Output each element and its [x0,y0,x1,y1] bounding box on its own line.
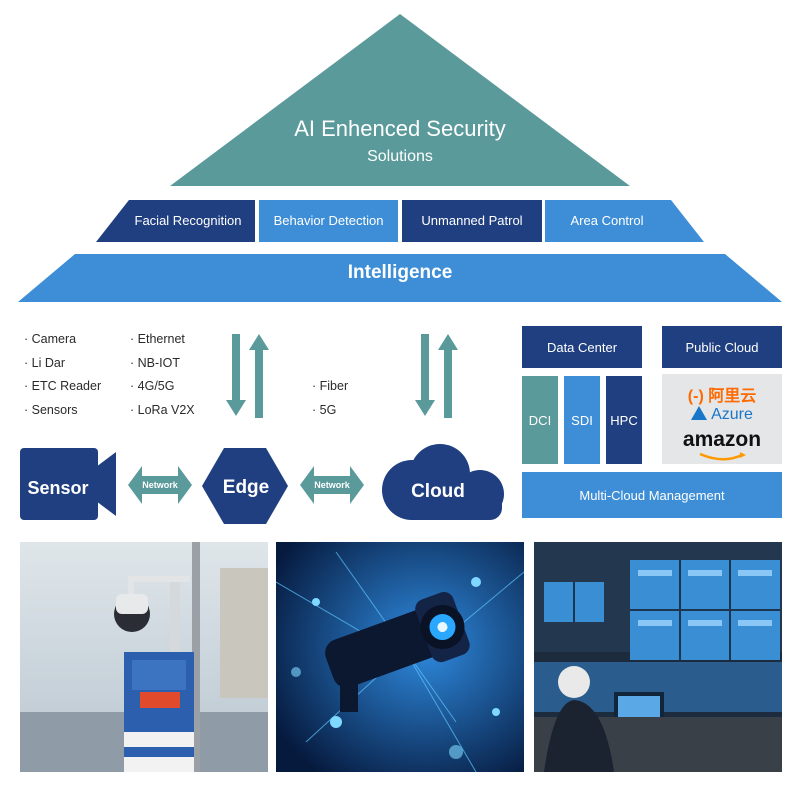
network-right-label: Network [314,480,350,490]
pyramid-title: AI Enhenced Security [294,116,506,141]
pyramid-top [170,14,630,186]
public-cloud-box: Public Cloud [662,326,782,368]
multi-cloud-management-box: Multi-Cloud Management [522,472,782,518]
edge-up-arrow-icon [249,334,269,418]
hpc-box: HPC [606,376,642,464]
sensor-type-list: Camera Li Dar ETC Reader Sensors [24,328,101,423]
dci-box: DCI [522,376,558,464]
cloud-vendor-panel: (-) 阿里云 Azure amazon [662,374,782,464]
amazon-logo: amazon [682,428,762,451]
flow-diagram [20,334,504,524]
capability-behavior-detection: Behavior Detection [273,213,384,228]
edge-down-arrow-icon [226,334,246,416]
edge-hexagon-icon [202,448,288,524]
network-left-label: Network [142,480,178,490]
amazon-smile-icon [699,452,746,461]
network-left-arrow-icon [128,466,192,504]
protocol-list: Ethernet NB-IOT 4G/5G LoRa V2X [130,328,195,423]
list-item: Camera [24,328,101,352]
control-room-photo [534,542,782,772]
azure-logo: Azure [662,406,782,424]
sensor-label: Sensor [27,478,89,498]
capability-area-bg [545,200,704,242]
backhaul-list: Fiber 5G [312,375,348,422]
capability-area-control: Area Control [570,213,644,228]
capability-facial-bg [96,200,255,242]
pyramid-subtitle: Solutions [367,148,433,165]
list-item: Sensors [24,399,101,423]
intelligence-band [18,254,782,302]
intelligence-label: Intelligence [347,262,453,283]
list-item: 4G/5G [130,375,195,399]
ai-camera-network-photo [276,542,524,772]
sdi-box: SDI [564,376,600,464]
list-item: Fiber [312,375,348,399]
capability-behavior-bg [259,200,398,242]
list-item: 5G [312,399,348,423]
list-item: LoRa V2X [130,399,195,423]
azure-icon [691,406,708,420]
data-center-box: Data Center [522,326,642,368]
list-item: NB-IOT [130,352,195,376]
cloud-label: Cloud [411,481,465,502]
capability-facial-recognition: Facial Recognition [134,213,242,228]
pyramid-graphic [18,14,782,302]
list-item: Ethernet [130,328,195,352]
roadside-camera-pole-photo [20,542,268,772]
network-right-arrow-icon [300,466,364,504]
capability-patrol-bg [402,200,542,242]
azure-text: Azure [711,406,753,423]
aliyun-logo: (-) 阿里云 [687,388,757,405]
cloud-icon [382,444,504,520]
edge-label: Edge [222,477,270,498]
cloud-down-arrow-icon [415,334,435,416]
cloud-up-arrow-icon [438,334,458,418]
list-item: ETC Reader [24,375,101,399]
sensor-camera-icon [20,448,116,520]
capability-unmanned-patrol: Unmanned Patrol [421,213,523,228]
list-item: Li Dar [24,352,101,376]
